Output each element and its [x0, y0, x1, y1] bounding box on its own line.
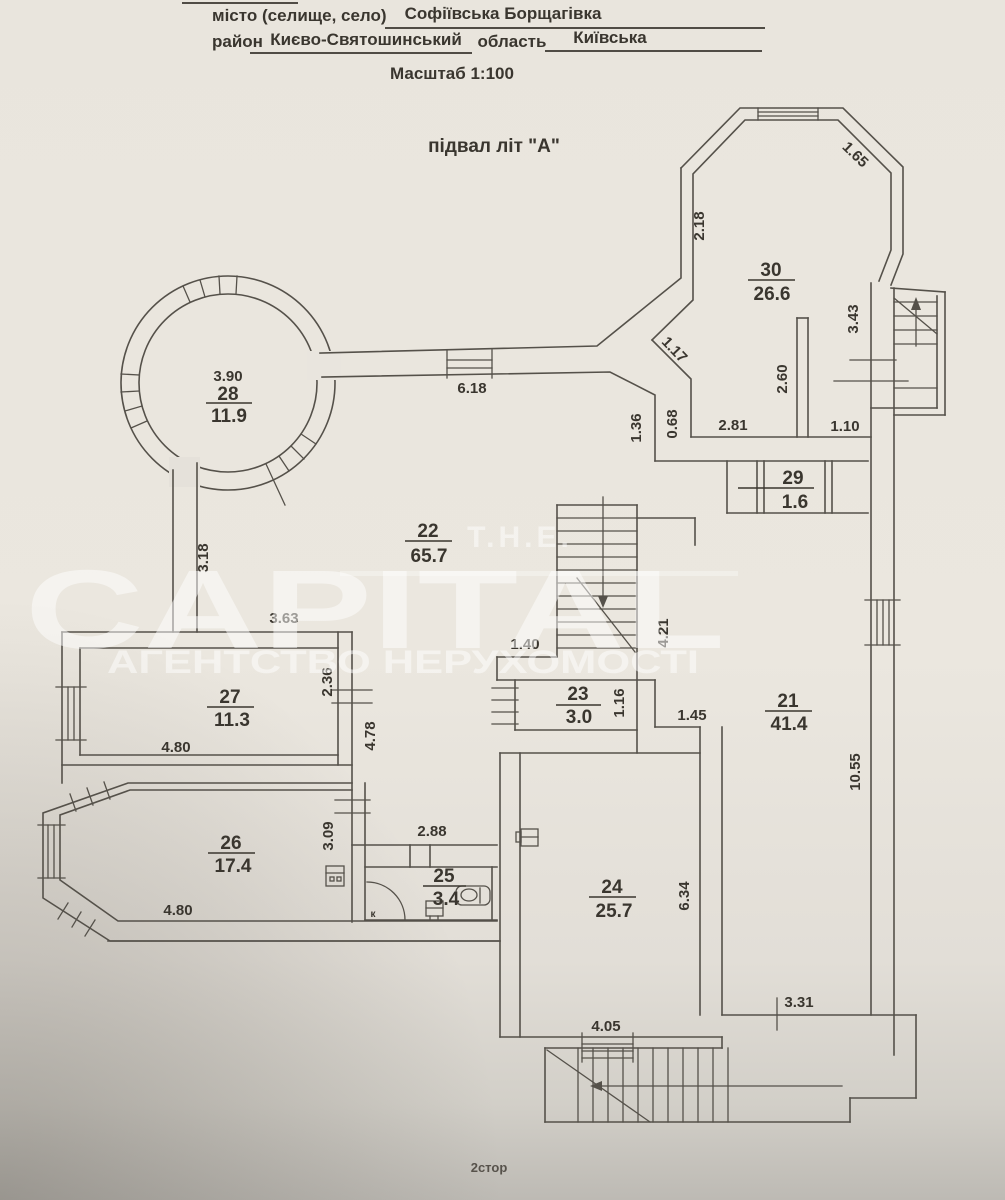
- dim-1-16: 1.16: [611, 688, 628, 717]
- dim-3-09: 3.09: [320, 821, 337, 850]
- dim-0-68: 0.68: [664, 409, 681, 438]
- city-label: місто (селище, село): [212, 6, 387, 25]
- room-27-walls: [55, 631, 353, 784]
- room-22-number: 22: [417, 521, 438, 542]
- dim-3-18: 3.18: [195, 543, 212, 572]
- dim-4-21: 4.21: [655, 618, 672, 647]
- rooms-26-27-right-walls: [331, 631, 373, 923]
- room-26-area: 17.4: [215, 856, 252, 877]
- dim-2-18: 2.18: [691, 211, 708, 240]
- dim-4-78: 4.78: [362, 721, 379, 750]
- room-30-top-window: [757, 107, 819, 121]
- room-21-walls: [654, 679, 917, 1031]
- room-29-walls: [636, 460, 869, 546]
- room-26-windows: [37, 781, 111, 937]
- room-24-area: 25.7: [596, 901, 633, 922]
- dim-1-10: 1.10: [830, 418, 859, 435]
- room-22-area: 65.7: [411, 546, 448, 567]
- room-25-walls: [351, 844, 498, 921]
- room-24-number: 24: [601, 877, 623, 898]
- dim-6-34: 6.34: [676, 881, 693, 911]
- stair-up-arrow: [911, 297, 921, 310]
- room-25-number: 25: [433, 866, 455, 887]
- staircase-top-right: [833, 287, 946, 416]
- room-21-area: 41.4: [771, 714, 808, 735]
- room-29-area: 1.6: [782, 492, 808, 513]
- dimension-labels: 1.65 2.18 3.43 1.17 1.36 0.68 2.81 1.10 …: [161, 139, 871, 1035]
- city-value: Софіївська Борщагівка: [405, 4, 602, 23]
- sink-fixture-icon: [515, 828, 539, 847]
- page-number-footer: 2стор: [471, 1160, 508, 1175]
- stair-left-arrow: [590, 1081, 602, 1091]
- room-30-number: 30: [760, 260, 781, 281]
- scale-label: Масштаб 1:100: [390, 64, 514, 83]
- circle-window-hatches: [120, 275, 317, 506]
- dim-2-36: 2.36: [319, 667, 336, 696]
- agency-watermark: T.H.E. CAPITAL АГЕНТСТВО НЕРУХОМОСТІ: [25, 521, 738, 680]
- right-exterior-wall: [864, 282, 901, 1056]
- watermark-the: T.H.E.: [467, 521, 573, 554]
- right-wall-window: [864, 599, 901, 646]
- room-27-number: 27: [219, 687, 240, 708]
- dim-3-63: 3.63: [269, 610, 298, 627]
- dim-4-05: 4.05: [591, 1018, 620, 1035]
- room-23-area: 3.0: [566, 707, 592, 728]
- district-label: район: [212, 32, 263, 51]
- toilet-icon: [455, 885, 491, 906]
- dim-3-31: 3.31: [784, 994, 813, 1011]
- dim-1-45: 1.45: [677, 707, 706, 724]
- corridor-window: [446, 349, 493, 379]
- room-28-circle-walls: [120, 275, 341, 506]
- room-21-number: 21: [777, 691, 799, 712]
- room-28-number: 28: [217, 384, 238, 405]
- door-arc: [366, 881, 406, 921]
- corridor-walls: [172, 167, 682, 633]
- room-27-window: [55, 686, 87, 741]
- dim-1-36: 1.36: [628, 413, 645, 442]
- watermark-rule: [340, 571, 738, 576]
- room-30-partition: [796, 317, 809, 438]
- region-label: область: [478, 32, 547, 51]
- room-26-number: 26: [220, 833, 241, 854]
- region-value: Київська: [573, 28, 647, 47]
- boiler-icon: [325, 865, 345, 887]
- dim-2-60: 2.60: [774, 364, 791, 393]
- dim-2-88: 2.88: [417, 823, 446, 840]
- room-27-area: 11.3: [214, 710, 250, 731]
- room-25-area: 3.4: [433, 889, 460, 910]
- dim-4-80-room27: 4.80: [161, 739, 190, 756]
- room-fraction-lines: [206, 279, 814, 898]
- header-block: місто (селище, село) Софіївська Борщагів…: [182, 2, 765, 157]
- dim-1-40: 1.40: [510, 636, 539, 653]
- room-28-diameter: 3.90: [213, 368, 242, 385]
- room-30-area: 26.6: [754, 284, 791, 305]
- room-labels: 30 26.6 3.90 28 11.9 29 1.6 22 65.7 27 1…: [211, 260, 808, 922]
- room-29-number: 29: [782, 468, 803, 489]
- district-value: Києво-Святошинський: [270, 30, 462, 49]
- dim-4-80-room26: 4.80: [163, 902, 192, 919]
- dim-2-81: 2.81: [718, 417, 747, 434]
- room-23-number: 23: [567, 684, 588, 705]
- staircase-central: [496, 496, 638, 754]
- watermark-capital: CAPITAL: [25, 547, 725, 672]
- staircase-bottom: [544, 1014, 917, 1123]
- dim-10-55: 10.55: [847, 753, 864, 791]
- room-23-walls: [491, 679, 701, 754]
- dim-3-43: 3.43: [845, 304, 862, 333]
- dim-6-18: 6.18: [457, 380, 486, 397]
- stair-down-arrow: [598, 596, 608, 608]
- room-28-area: 11.9: [211, 406, 247, 427]
- plan-title: підвал літ "А": [428, 136, 560, 157]
- watermark-agency: АГЕНТСТВО НЕРУХОМОСТІ: [107, 644, 699, 680]
- door-annotation: к: [370, 909, 376, 920]
- basin-icon: [425, 900, 444, 920]
